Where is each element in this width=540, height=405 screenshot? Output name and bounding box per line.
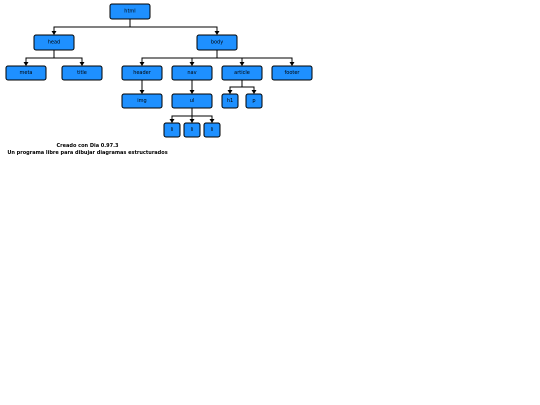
node-label-footer: footer [285, 70, 301, 76]
node-img: img [121, 93, 163, 109]
node-head: head [33, 34, 75, 51]
node-header: header [121, 65, 163, 81]
node-article: article [221, 65, 263, 81]
caption-program-description: Un programa libre para dibujar diagramas… [7, 150, 168, 156]
node-label-head: head [48, 40, 60, 46]
edge-article-p [241, 80, 255, 91]
edge-body-footer [216, 50, 293, 63]
edges-layer [23, 19, 295, 123]
edge-html-body [129, 19, 218, 32]
node-box-article [221, 65, 263, 81]
node-body: body [196, 34, 238, 51]
arrowhead-body-nav [189, 62, 195, 66]
node-box-footer [271, 65, 313, 81]
node-label-article: article [234, 70, 250, 76]
node-label-html: html [124, 9, 135, 15]
arrowhead-ul-li2 [189, 119, 195, 123]
node-label-nav: nav [187, 70, 196, 76]
node-box-header [121, 65, 163, 81]
edge-head-title [53, 50, 83, 63]
node-label-h1: h1 [227, 98, 233, 104]
arrowhead-html-head [51, 31, 57, 35]
edge-body-header [141, 50, 218, 63]
edge-article-h1 [229, 80, 243, 91]
node-box-h1 [221, 93, 239, 109]
caption-created-with: Creado con Dia 0.97.3 [56, 143, 119, 149]
node-box-head [33, 34, 75, 51]
node-title: title [61, 65, 103, 81]
arrowhead-header-img [139, 90, 145, 94]
arrowhead-ul-li1 [169, 119, 175, 123]
edge-ul-li3 [191, 108, 213, 120]
arrowhead-html-body [214, 31, 220, 35]
node-box-li3 [203, 122, 221, 138]
node-box-title [61, 65, 103, 81]
node-box-body [196, 34, 238, 51]
node-meta: meta [5, 65, 47, 81]
node-box-li1 [163, 122, 181, 138]
node-ul: ul [171, 93, 213, 109]
node-box-meta [5, 65, 47, 81]
node-label-li1: li [171, 127, 174, 133]
node-box-html [109, 3, 151, 20]
node-label-li3: li [211, 127, 214, 133]
node-h1: h1 [221, 93, 239, 109]
node-box-img [121, 93, 163, 109]
arrowhead-body-header [139, 62, 145, 66]
arrowhead-article-p [251, 90, 257, 94]
node-label-ul: ul [190, 98, 195, 104]
node-label-title: title [77, 70, 87, 76]
node-nav: nav [171, 65, 213, 81]
arrowhead-head-meta [23, 62, 29, 66]
edge-ul-li1 [171, 108, 193, 120]
node-footer: footer [271, 65, 313, 81]
arrowhead-ul-li3 [209, 119, 215, 123]
node-box-nav [171, 65, 213, 81]
arrowhead-article-h1 [227, 90, 233, 94]
node-p: p [245, 93, 263, 109]
node-label-meta: meta [20, 70, 33, 76]
edge-body-article [216, 50, 243, 63]
node-label-img: img [137, 98, 146, 104]
node-box-p [245, 93, 263, 109]
node-li1: li [163, 122, 181, 138]
arrowhead-body-article [239, 62, 245, 66]
node-label-header: header [133, 70, 152, 76]
node-label-p: p [252, 98, 255, 104]
arrowhead-body-footer [289, 62, 295, 66]
node-label-body: body [211, 40, 223, 46]
node-li2: li [183, 122, 201, 138]
node-label-li2: li [191, 127, 194, 133]
edge-html-head [53, 19, 131, 32]
node-box-ul [171, 93, 213, 109]
arrowhead-nav-ul [189, 90, 195, 94]
nodes-layer: html head body meta title header nav article foo… [5, 3, 313, 138]
edge-head-meta [25, 50, 55, 63]
edge-body-nav [191, 50, 218, 63]
node-html: html [109, 3, 151, 20]
node-li3: li [203, 122, 221, 138]
arrowhead-head-title [79, 62, 85, 66]
node-box-li2 [183, 122, 201, 138]
